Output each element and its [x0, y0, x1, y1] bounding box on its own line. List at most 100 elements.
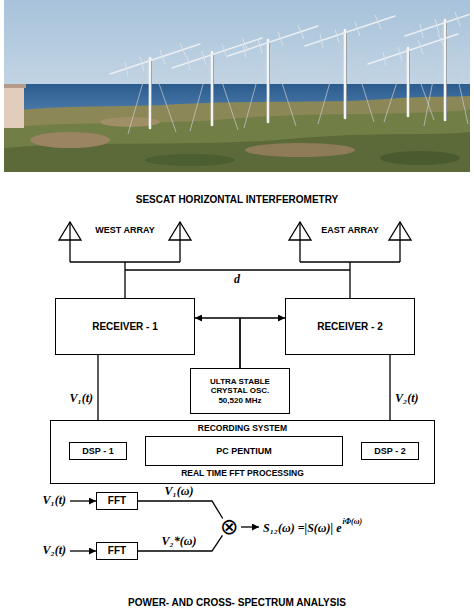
site-photo	[125, 62, 128, 76]
box-label: FFT	[108, 545, 126, 557]
site-photo	[368, 34, 458, 64]
box-label: PC PENTIUM	[216, 446, 272, 456]
box-label: DSP - 2	[374, 446, 405, 456]
site-photo	[172, 38, 262, 68]
site-photo	[149, 58, 152, 128]
multiplier-glyph: ⊗	[220, 516, 236, 538]
site-photo	[151, 60, 152, 128]
signal-name: V₁(t)	[42, 494, 66, 507]
site-photo	[4, 96, 470, 172]
site-photo	[202, 51, 206, 65]
formula-exponent: iΦ(ω)	[343, 518, 363, 527]
signal-name: V₁(t)	[69, 392, 93, 405]
signal-arrow	[70, 550, 96, 551]
site-photo	[375, 15, 381, 29]
box-label: 50,520 MHz	[218, 396, 261, 405]
site-photo	[278, 32, 283, 46]
site-photo	[384, 48, 408, 122]
site-photo	[242, 37, 248, 51]
site-photo	[355, 22, 360, 36]
multiplier-symbol: ⊗	[216, 515, 240, 539]
baseline-dimension: d	[234, 273, 240, 286]
box-label: RECEIVER - 2	[317, 321, 383, 333]
box-label: FFT	[108, 495, 126, 507]
site-photo	[446, 22, 447, 120]
site-photo	[222, 44, 227, 58]
dsp-box: DSP - 2	[361, 442, 419, 460]
site-photo	[298, 25, 304, 39]
signal-arrow	[70, 500, 96, 501]
site-photo	[4, 110, 470, 172]
recording-system-box: RECORDING SYSTEM REAL TIME FFT PROCESSING…	[50, 420, 435, 484]
site-photo	[212, 52, 238, 130]
antenna-array	[59, 222, 411, 262]
site-photo	[455, 12, 460, 26]
cross-spectrum-formula: S₁₂(ω) =|S(ω)| e	[263, 522, 342, 535]
antenna-array	[299, 222, 300, 262]
site-photo	[160, 50, 165, 64]
feed-line	[349, 262, 350, 298]
box-label: DSP - 1	[82, 446, 113, 456]
site-photo	[4, 0, 470, 172]
feed-line	[125, 262, 350, 298]
site-photo	[424, 20, 445, 126]
site-photo	[305, 16, 395, 46]
connector	[138, 501, 223, 518]
site-photo	[380, 151, 460, 165]
site-photo	[444, 20, 447, 120]
site-photo	[344, 30, 347, 118]
site-photo	[140, 57, 144, 71]
site-photo	[418, 40, 423, 54]
site-photo	[269, 42, 270, 122]
site-photo	[438, 33, 444, 47]
antenna-array	[399, 222, 400, 262]
pc-box: PC PENTIUM	[145, 436, 343, 466]
site-photo	[4, 84, 26, 88]
site-photo	[445, 20, 468, 124]
site-photo	[420, 24, 423, 38]
site-photo	[335, 29, 339, 43]
site-photo	[152, 22, 447, 128]
antenna-array	[69, 222, 70, 262]
site-photo	[245, 143, 355, 157]
site-photo	[267, 40, 270, 122]
oscillator-box: ULTRA STABLE CRYSTAL OSC.50,520 MHz	[190, 368, 290, 414]
diagram-title: SESCAT HORIZONTAL INTERFEROMETRY	[0, 194, 474, 205]
fft-box: FFT	[96, 542, 138, 560]
site-photo	[4, 0, 470, 172]
feed-line	[124, 262, 125, 298]
signal-arrow	[241, 526, 259, 527]
site-photo	[228, 26, 318, 56]
box-label: RECEIVER - 1	[92, 321, 158, 333]
site-photo	[213, 54, 214, 125]
site-photo	[318, 30, 345, 124]
site-photo	[405, 6, 470, 36]
connector	[195, 318, 240, 368]
site-photo	[110, 44, 200, 74]
site-photo	[211, 52, 214, 125]
site-photo	[407, 48, 410, 116]
fft-box: FFT	[96, 492, 138, 510]
connector	[240, 318, 285, 368]
site-photo	[190, 52, 212, 131]
dsp-box: DSP - 1	[69, 442, 127, 460]
site-photo	[150, 58, 176, 132]
site-photo	[30, 132, 110, 148]
system-label: RECORDING SYSTEM	[51, 424, 434, 434]
site-photo	[243, 44, 246, 58]
site-photo	[398, 47, 402, 61]
feed-line	[125, 269, 350, 270]
connector	[138, 535, 222, 551]
system-label: REAL TIME FFT PROCESSING	[51, 469, 434, 479]
antenna-array	[179, 222, 180, 262]
site-photo	[383, 52, 386, 66]
array-label: EAST ARRAY	[321, 226, 378, 236]
receiver-box: RECEIVER - 1	[55, 298, 195, 355]
signal-name: V₂(t)	[42, 544, 66, 557]
receiver-box: RECEIVER - 2	[285, 298, 415, 355]
array-label: WEST ARRAY	[95, 226, 154, 236]
site-photo	[125, 12, 460, 76]
site-photo	[150, 20, 445, 128]
site-photo	[346, 32, 347, 118]
